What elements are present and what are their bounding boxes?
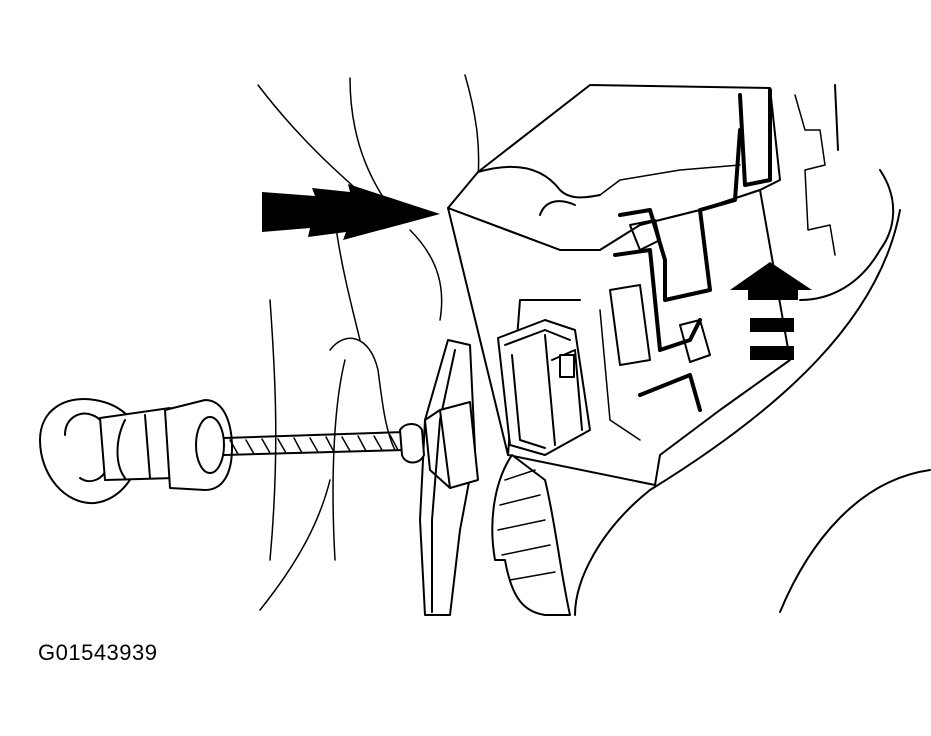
socket-tool	[39, 398, 425, 505]
console-shell	[574, 84, 931, 616]
module-connector	[497, 319, 591, 456]
right-pointing-arrow-icon	[262, 184, 440, 240]
upward-dashed-arrow-icon	[730, 262, 812, 360]
figure-id-label: G01543939	[38, 640, 158, 665]
electronic-module	[447, 84, 791, 486]
wiring-harness	[491, 454, 571, 616]
trim-panel-edge	[419, 339, 479, 616]
